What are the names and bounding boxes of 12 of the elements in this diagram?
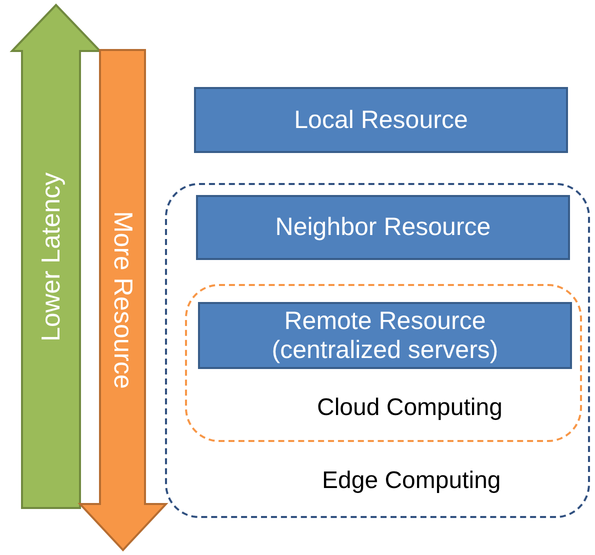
arrow-label: More Resource [107,211,138,389]
region-label: Cloud Computing [317,394,502,422]
dashed-region [165,183,590,518]
box-label: Local Resource [293,106,469,134]
region-label: Edge Computing [322,467,501,495]
arrow-label: Lower Latency [36,172,66,342]
resource-box [194,87,568,153]
dashed-region [185,284,582,442]
box-label: Remote Resource (centralized servers) [270,306,500,364]
box-label: Neighbor Resource [274,213,492,242]
resource-box [196,195,570,260]
resource-box [198,302,572,369]
